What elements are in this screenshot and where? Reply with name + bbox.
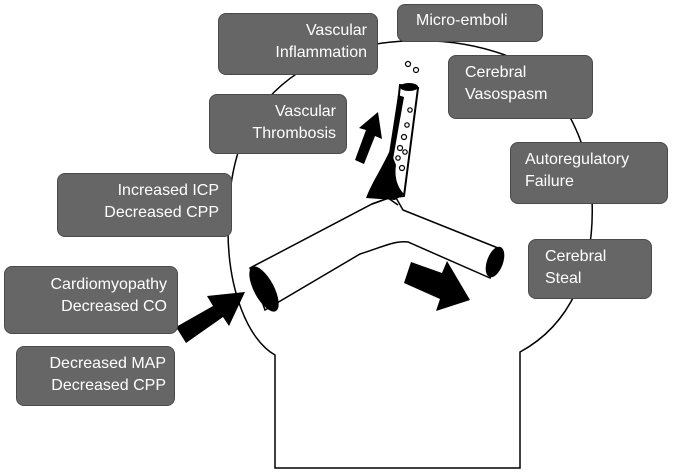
steal-flow-arrow: [404, 261, 470, 311]
label-decreased-map: Decreased MAP Decreased CPP: [16, 346, 175, 406]
embolus: [404, 60, 412, 68]
label-cardiomyopathy: Cardiomyopathy Decreased CO: [4, 266, 178, 334]
label-line: Increased ICP: [117, 182, 219, 199]
embolus: [402, 149, 408, 155]
label-increased-icp: Increased ICP Decreased CPP: [57, 173, 232, 237]
label-micro-emboli: Micro-emboli: [397, 4, 543, 42]
thrombus-mass: [366, 150, 404, 200]
label-line: Cerebral: [545, 248, 607, 265]
label-line: Cerebral: [465, 64, 527, 81]
bifurcating-vessel: [249, 195, 505, 312]
label-line: Decreased MAP: [49, 355, 167, 372]
label-line: Vascular: [305, 22, 367, 39]
label-line: Cardiomyopathy: [50, 276, 168, 293]
upward-flow-arrow: [355, 112, 382, 164]
upper-vessel-branch: [366, 60, 420, 200]
embolus: [400, 133, 408, 141]
embolus: [404, 122, 410, 128]
label-line: Autoregulatory: [525, 151, 630, 168]
vessel-inlet-opening: [249, 266, 279, 312]
embolus: [398, 164, 406, 172]
label-line: Micro-emboli: [416, 12, 508, 29]
label-line: Thrombosis: [252, 125, 336, 142]
embolus: [412, 66, 420, 74]
embolus: [395, 155, 401, 161]
label-line: Failure: [525, 173, 574, 190]
label-line: Decreased CPP: [104, 204, 219, 221]
vessel-wall: [249, 195, 499, 312]
label-cerebral-steal: Cerebral Steal: [528, 239, 652, 299]
label-cerebral-vasospasm: Cerebral Vasospasm: [448, 55, 593, 119]
label-line: Inflammation: [275, 44, 367, 61]
label-line: Decreased CPP: [51, 377, 166, 394]
inflow-arrow: [176, 292, 245, 343]
embolus: [407, 107, 413, 113]
micro-emboli-particles: [395, 60, 420, 172]
label-line: Steal: [545, 270, 582, 287]
label-line: Vasospasm: [465, 86, 548, 103]
embolus: [396, 144, 404, 152]
label-vascular-thrombosis: Vascular Thrombosis: [209, 94, 347, 154]
label-line: Decreased CO: [61, 298, 167, 315]
label-autoregulatory-failure: Autoregulatory Failure: [510, 142, 668, 204]
label-line: Vascular: [274, 103, 336, 120]
label-vascular-inflammation: Vascular Inflammation: [218, 13, 378, 75]
vessel-outlet-opening: [485, 246, 505, 278]
inflamed-wall: [388, 95, 404, 165]
upper-branch-opening: [400, 83, 418, 91]
